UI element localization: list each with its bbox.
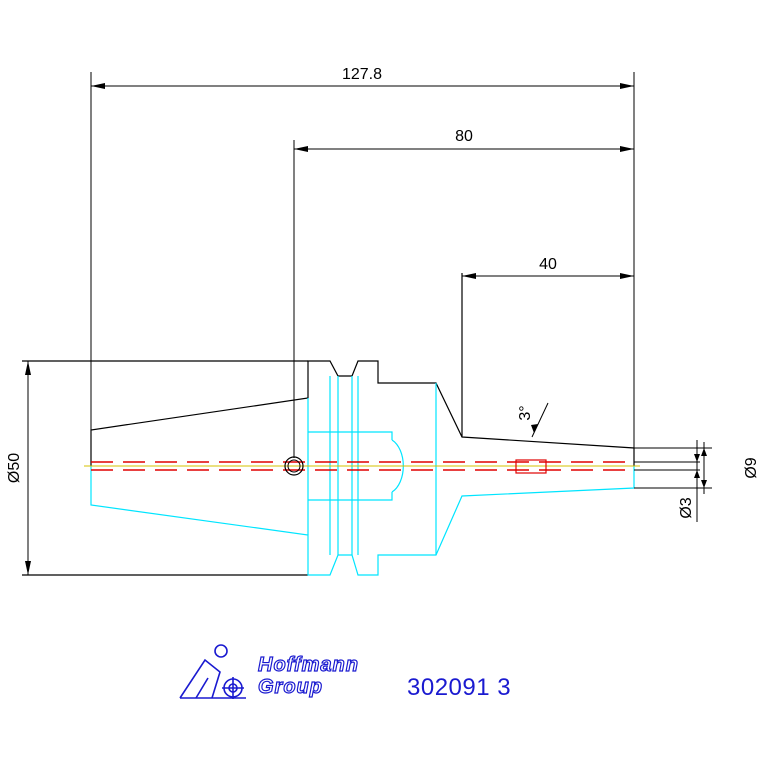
dim-bore-diameter: Ø3 bbox=[678, 497, 695, 518]
dim-tip-diameter: Ø9 bbox=[743, 457, 760, 478]
lower-profile bbox=[90, 376, 635, 576]
dim-taper-angle: 3° bbox=[517, 405, 534, 420]
hoffmann-logo-icon bbox=[179, 644, 246, 699]
dim-flange-diameter: Ø50 bbox=[6, 453, 23, 483]
brand-line-1: Hoffmann bbox=[257, 653, 359, 676]
brand-line-2: Group bbox=[257, 675, 323, 698]
dimension-lines bbox=[27, 72, 712, 575]
centerline bbox=[84, 456, 640, 476]
dim-nose-length: 40 bbox=[539, 256, 557, 273]
dimension-arrows bbox=[25, 83, 707, 575]
dim-overall-length: 127.8 bbox=[342, 66, 382, 83]
upper-profile bbox=[22, 273, 635, 576]
dim-mid-length: 80 bbox=[455, 128, 473, 145]
brand-name: Hoffmann Group bbox=[257, 653, 359, 698]
part-number: 302091 3 bbox=[407, 674, 512, 701]
